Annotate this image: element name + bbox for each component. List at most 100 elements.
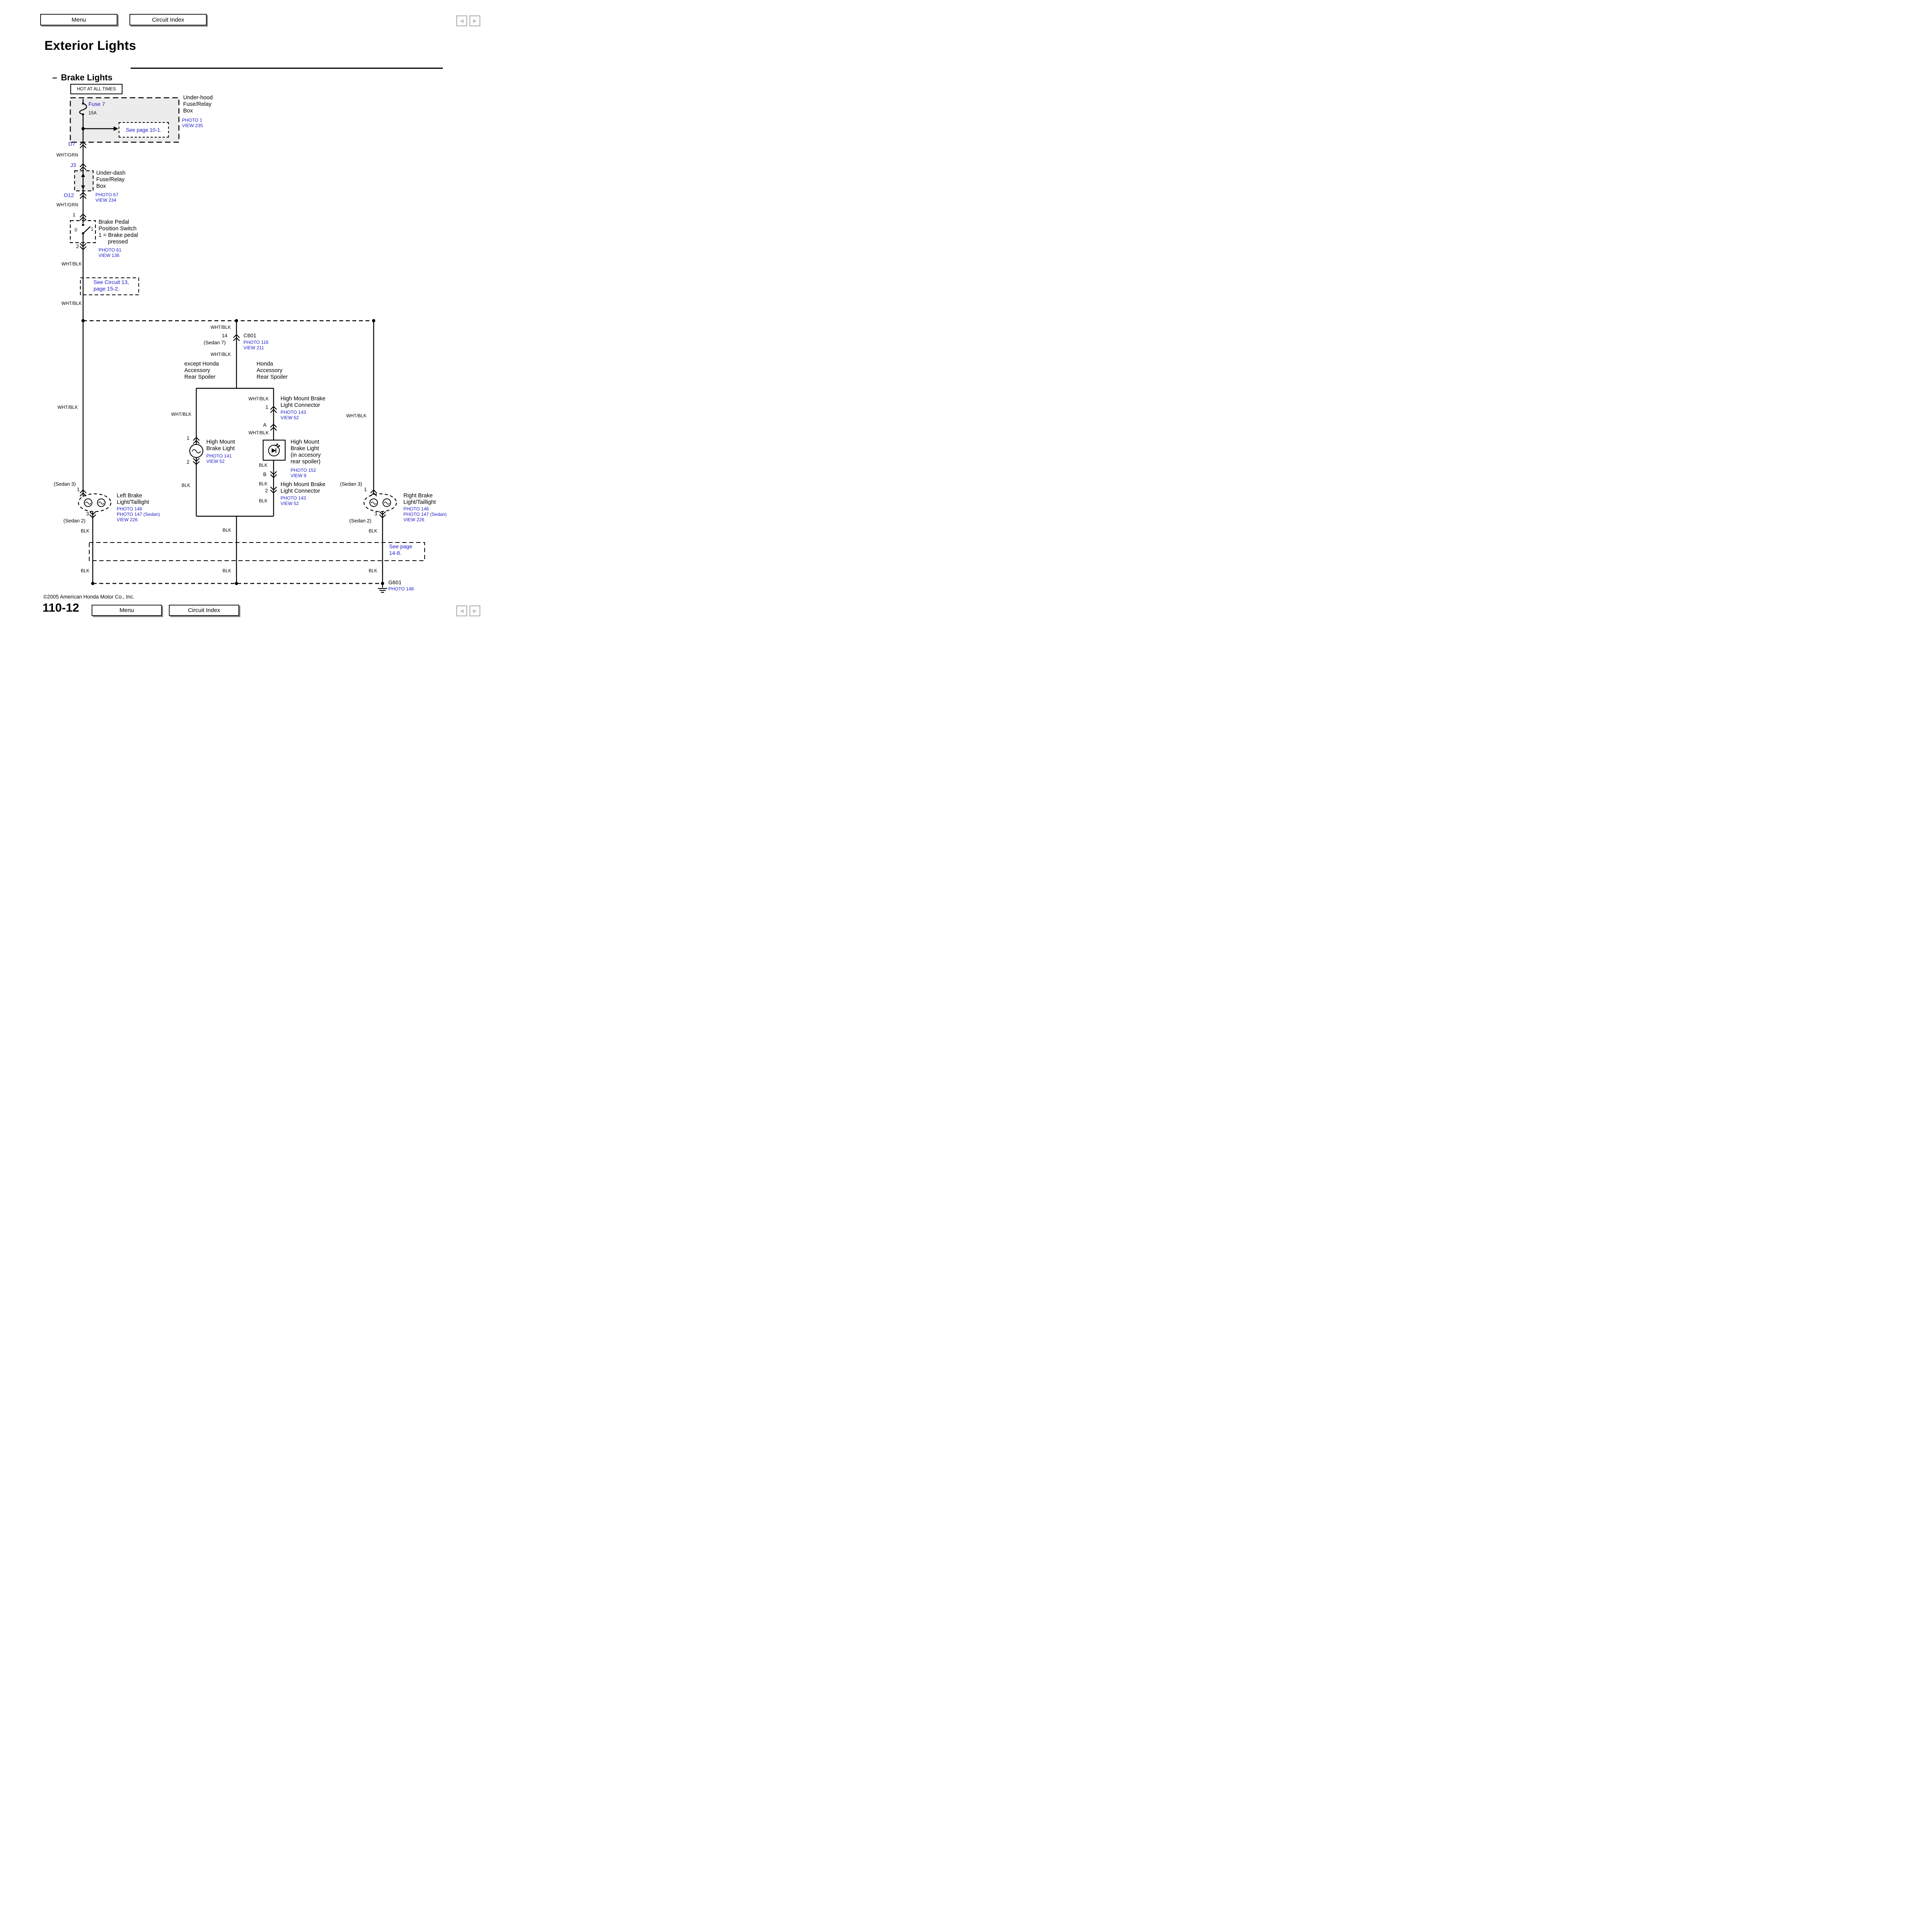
- nav-next-button-top[interactable]: ▶: [469, 15, 480, 26]
- switch-pin-1: 1: [73, 212, 76, 218]
- left-taillight-photo1-link[interactable]: PHOTO 146: [117, 506, 142, 512]
- ground-symbol: [378, 583, 387, 593]
- led-high-mount-symbol: [262, 439, 286, 461]
- section-title: –Brake Lights: [43, 61, 112, 94]
- right-taillight-pin-1: 1: [364, 486, 367, 492]
- wire-label-wht-blk-mid-2: WHT/BLK: [211, 352, 231, 357]
- switch-pin-2: 2: [76, 243, 79, 249]
- high-mount-bulb-symbol: [189, 444, 204, 458]
- hm-spoiler-view-link[interactable]: VIEW 9: [291, 473, 306, 478]
- underhood-view-link[interactable]: VIEW 235: [182, 123, 203, 128]
- c601-view-link[interactable]: VIEW 211: [243, 345, 264, 350]
- hm-connector-top-photo-link[interactable]: PHOTO 143: [281, 410, 306, 415]
- switch-blade: [83, 226, 91, 234]
- ground-photo-link[interactable]: PHOTO 148: [388, 586, 414, 592]
- page-number: 110-12: [43, 601, 79, 614]
- nav-prev-button-top[interactable]: ◀: [456, 15, 467, 26]
- nav-prev-button-bottom[interactable]: ◀: [456, 605, 467, 616]
- variant-sedan-2-right: (Sedan 2): [349, 518, 372, 524]
- menu-button-bottom[interactable]: Menu: [92, 605, 162, 616]
- wire-label-blk-subleft: BLK: [182, 483, 190, 488]
- pin-d7-link[interactable]: D7: [68, 141, 75, 147]
- wire-label-wht-grn-1: WHT/GRN: [56, 153, 78, 158]
- hm-spoiler-photo-link[interactable]: PHOTO 152: [291, 468, 316, 473]
- pin-j3-link[interactable]: J3: [70, 162, 76, 168]
- fuse-symbol: [79, 103, 87, 115]
- wire-label-blk-right-1: BLK: [369, 529, 378, 534]
- circuit-index-button-bottom-label: Circuit Index: [188, 607, 220, 614]
- hot-at-all-times-label: HOT AT ALL TIMES: [77, 87, 116, 92]
- copyright-notice: ©2005 American Honda Motor Co., Inc.: [43, 594, 134, 600]
- wire-label-wht-blk-mid-1: WHT/BLK: [211, 325, 231, 330]
- left-taillight-photo2-link[interactable]: PHOTO 147 (Sedan): [117, 512, 160, 517]
- connector-c601-name: C601: [243, 332, 257, 338]
- split-label-honda-spoiler: Honda Accessory Rear Spoiler: [257, 361, 288, 380]
- wire-label-blk-left-1: BLK: [81, 529, 90, 534]
- wire-label-wht-blk-2: WHT/BLK: [61, 301, 82, 306]
- circuit-index-button-label: Circuit Index: [152, 16, 184, 23]
- right-taillight-symbol: [363, 493, 397, 512]
- see-circuit-13-link[interactable]: See Circuit 13, page 15-2.: [94, 279, 129, 292]
- wire-label-blk-mid-2: BLK: [223, 569, 231, 573]
- wires: [79, 99, 384, 585]
- variant-sedan-3-right: (Sedan 3): [340, 481, 362, 487]
- hm-connector-top-view-link[interactable]: VIEW 52: [281, 415, 299, 420]
- hm-spoiler-name: High Mount Brake Light (in accesory rear…: [291, 439, 321, 465]
- right-taillight-view-link[interactable]: VIEW 226: [403, 517, 425, 522]
- hm-connector-bottom-view-link[interactable]: VIEW 52: [281, 501, 299, 506]
- switch-pos-0: 0: [75, 227, 77, 233]
- switch-pos-1: 1: [91, 226, 94, 232]
- high-mount-pin-2: 2: [187, 459, 190, 465]
- menu-button-label: Menu: [71, 16, 86, 23]
- section-dash: –: [52, 72, 57, 82]
- left-taillight-pin-1: 1: [77, 486, 80, 492]
- see-page-bottom-box-outline: [89, 542, 425, 561]
- underdash-view-link[interactable]: VIEW 234: [95, 197, 117, 203]
- fuse-rating-label: 15A: [88, 111, 97, 116]
- left-taillight-symbol: [78, 493, 112, 512]
- arrow-right-icon: [114, 126, 118, 131]
- section-title-text: Brake Lights: [61, 72, 112, 82]
- fuse-7-link[interactable]: Fuse 7: [88, 101, 105, 107]
- underhood-photo-link[interactable]: PHOTO 1: [182, 117, 202, 123]
- c601-photo-link[interactable]: PHOTO 116: [243, 340, 269, 345]
- split-label-except-spoiler: except Honda Accessory Rear Spoiler: [184, 361, 219, 380]
- brake-switch-view-link[interactable]: VIEW 136: [99, 253, 120, 258]
- high-mount-name: High Mount Brake Light: [206, 439, 235, 452]
- hm-connector-bottom-photo-link[interactable]: PHOTO 143: [281, 495, 306, 501]
- wire-label-blk-mid-1: BLK: [223, 528, 231, 533]
- right-taillight-photo1-link[interactable]: PHOTO 146: [403, 506, 429, 512]
- high-mount-photo-link[interactable]: PHOTO 141: [206, 453, 232, 459]
- hm-connector-bottom-pin-2: 2: [265, 488, 268, 493]
- right-taillight-photo2-link[interactable]: PHOTO 147 (Sedan): [403, 512, 447, 517]
- prev-arrow-icon: ◀: [460, 18, 464, 24]
- left-taillight-view-link[interactable]: VIEW 226: [117, 517, 138, 522]
- see-page-10-1-box[interactable]: See page 10-1.: [119, 122, 169, 138]
- see-page-10-1-label: See page 10-1.: [126, 127, 162, 133]
- see-page-14-8-link[interactable]: See page 14-8.: [389, 543, 412, 556]
- wire-label-wht-blk-leftmain: WHT/BLK: [58, 405, 78, 410]
- underdash-photo-link[interactable]: PHOTO 67: [95, 192, 119, 197]
- right-taillight-pin-3: 3: [374, 511, 378, 517]
- high-mount-view-link[interactable]: VIEW 52: [206, 459, 225, 464]
- wire-label-blk-subright-1: BLK: [259, 463, 268, 468]
- pin-b: B: [263, 471, 267, 477]
- connector-symbols: [79, 141, 386, 519]
- pin-14: 14: [222, 333, 228, 338]
- brake-switch-name: Brake Pedal Position Switch 1 = Brake pe…: [99, 219, 138, 245]
- ground-g601-name: G601: [388, 579, 402, 585]
- wire-label-wht-blk-1: WHT/BLK: [61, 262, 82, 267]
- variant-sedan-7: (Sedan 7): [204, 340, 226, 345]
- wiring-diagram-graphics: [70, 97, 425, 593]
- see-circuit-box-outline: [80, 277, 139, 295]
- pin-o12-link[interactable]: O12: [64, 192, 74, 198]
- circuit-index-button-top[interactable]: Circuit Index: [129, 14, 207, 26]
- circuit-index-button-bottom[interactable]: Circuit Index: [169, 605, 239, 616]
- variant-sedan-2-left: (Sedan 2): [63, 518, 86, 524]
- right-taillight-name: Right Brake Light/Taillight: [403, 493, 436, 505]
- nav-next-button-bottom[interactable]: ▶: [469, 605, 480, 616]
- brake-switch-photo-link[interactable]: PHOTO 61: [99, 247, 122, 253]
- next-arrow-icon: ▶: [473, 18, 477, 24]
- menu-button-top[interactable]: Menu: [40, 14, 117, 26]
- hm-connector-bottom-name: High Mount Brake Light Connector: [281, 481, 326, 494]
